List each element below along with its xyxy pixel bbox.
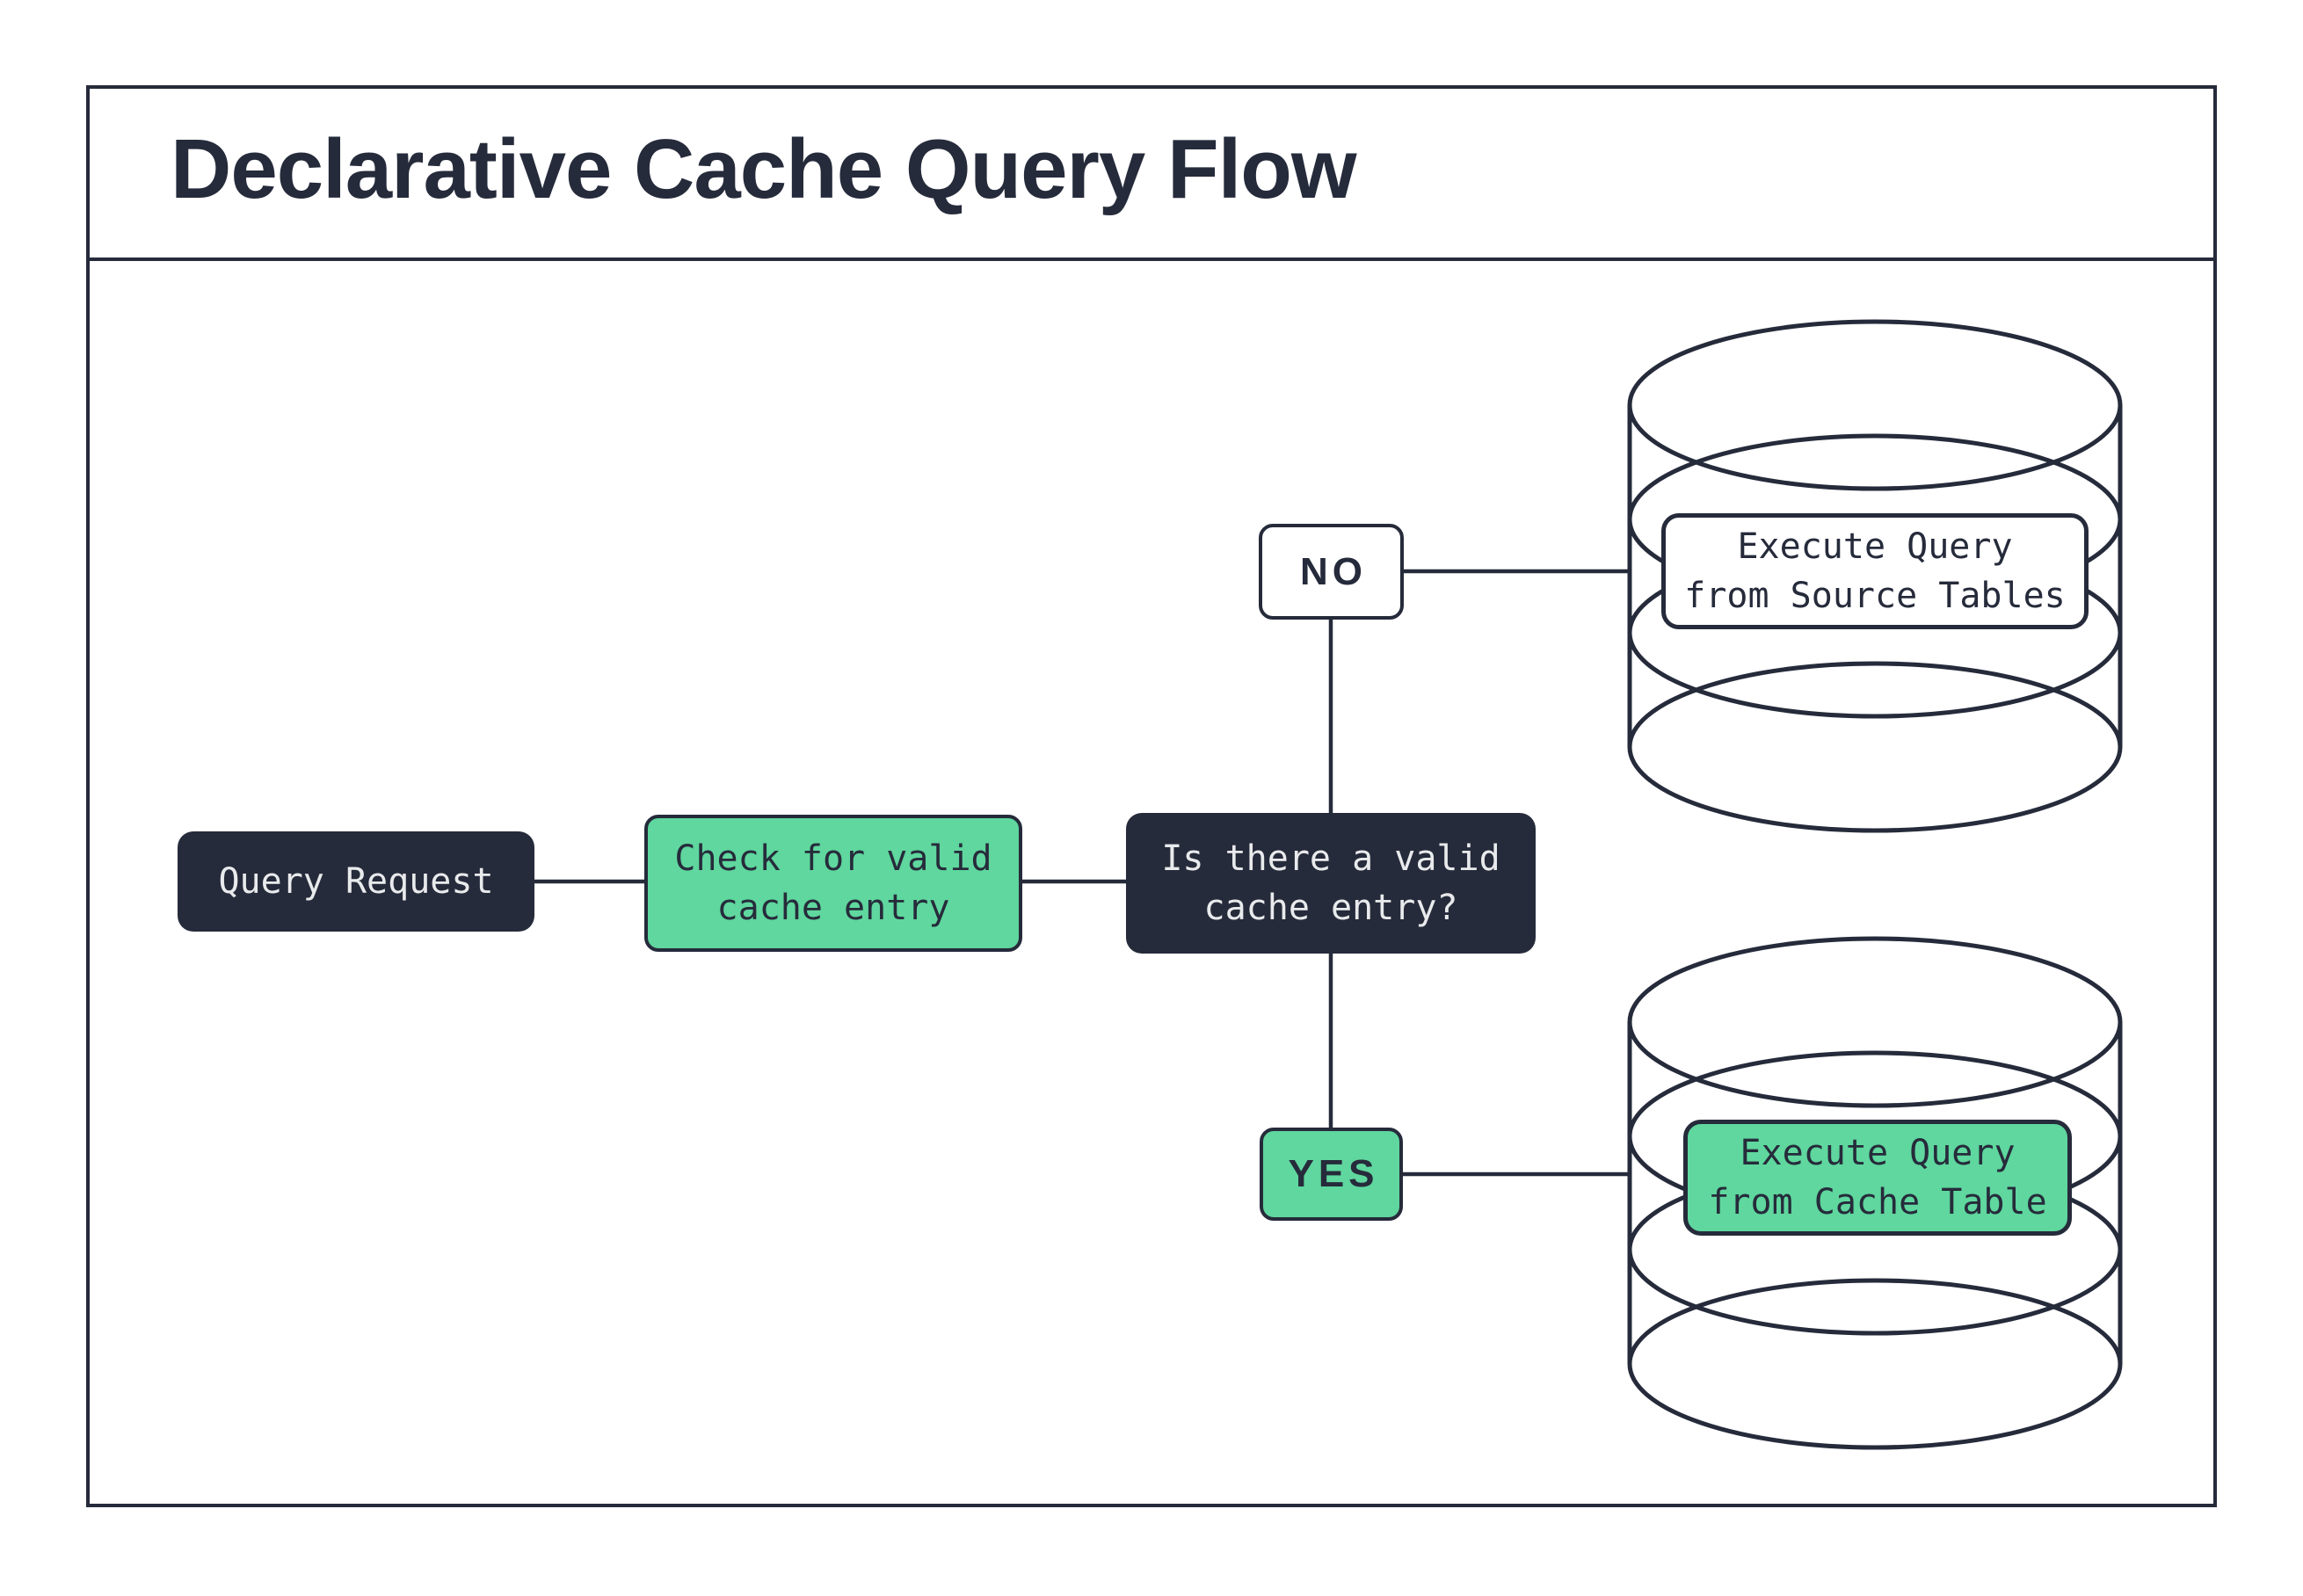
source-database-icon: [1627, 319, 2123, 833]
page-title: Declarative Cache Query Flow: [171, 122, 1357, 216]
node-execute-source-label-line2: from Source Tables: [1684, 576, 2066, 616]
node-check-cache-label-line1: Check for valid: [674, 838, 992, 879]
header-divider: [90, 258, 2213, 261]
node-decision-label-line1: Is there a valid: [1161, 838, 1500, 879]
connectors: [534, 569, 1631, 1177]
edge-label-no-text: NO: [1300, 549, 1367, 593]
node-query-request-label: Query Request: [218, 861, 494, 902]
edge-label-yes-text: YES: [1288, 1152, 1379, 1195]
node-execute-cache-label-line1: Execute Query: [1740, 1133, 2016, 1173]
node-check-cache: Check for valid cache entry: [644, 815, 1022, 952]
node-decision-label-line2: cache entry?: [1203, 888, 1458, 928]
edge-label-yes: YES: [1260, 1128, 1403, 1221]
node-execute-source-label-line1: Execute Query: [1737, 526, 2013, 567]
edge-label-no: NO: [1259, 524, 1404, 620]
node-execute-source: Execute Query from Source Tables: [1661, 513, 2089, 629]
node-execute-cache: Execute Query from Cache Table: [1683, 1120, 2072, 1236]
node-execute-cache-label-line2: from Cache Table: [1708, 1182, 2047, 1222]
node-check-cache-label-line2: cache entry: [716, 888, 950, 928]
node-query-request: Query Request: [178, 831, 534, 932]
cache-database-icon: [1627, 936, 2123, 1450]
node-decision: Is there a valid cache entry?: [1126, 813, 1536, 954]
